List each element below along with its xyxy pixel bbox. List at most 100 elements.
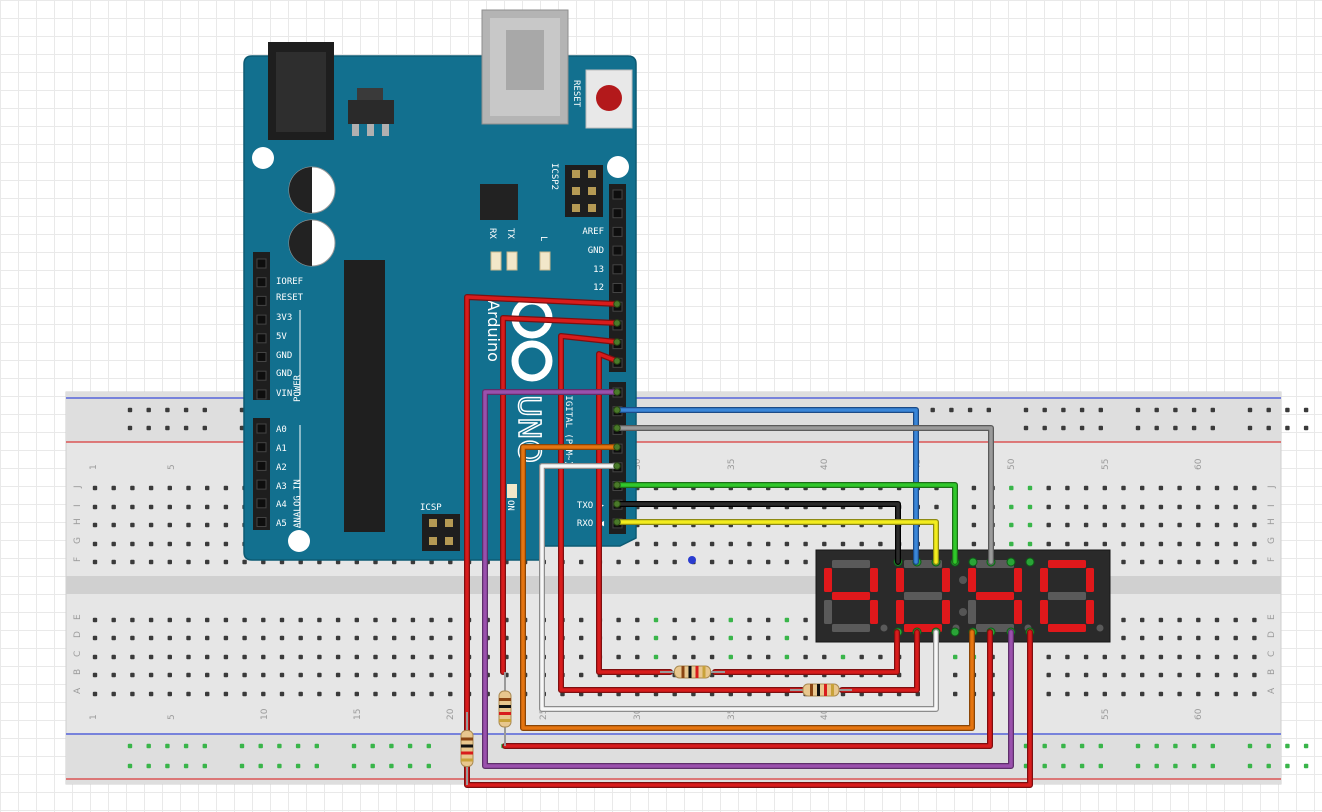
breadboard-hole bbox=[167, 672, 172, 678]
mounting-hole bbox=[252, 147, 274, 169]
breadboard-hole bbox=[1233, 617, 1238, 623]
breadboard-hole bbox=[1083, 691, 1089, 697]
breadboard-hole bbox=[953, 672, 958, 678]
breadboard-hole bbox=[728, 541, 733, 547]
breadboard-hole bbox=[766, 617, 771, 623]
breadboard-hole bbox=[1214, 691, 1220, 697]
breadboard-hole bbox=[223, 654, 229, 660]
header-pin bbox=[256, 460, 267, 471]
resistor-band bbox=[461, 758, 473, 762]
breadboard-hole bbox=[616, 635, 621, 641]
breadboard-hole bbox=[167, 617, 172, 623]
breadboard-hole bbox=[784, 559, 790, 565]
breadboard-hole bbox=[392, 635, 397, 641]
crystal-chip bbox=[480, 184, 518, 220]
breadboard-hole bbox=[1140, 559, 1145, 565]
breadboard-hole bbox=[1233, 635, 1238, 641]
rail-hole bbox=[1154, 407, 1159, 413]
resistor-band bbox=[461, 751, 473, 755]
breadboard-hole bbox=[167, 691, 172, 697]
row-label: J bbox=[73, 485, 83, 489]
col-label: 30 bbox=[633, 708, 643, 720]
breadboard-hole bbox=[148, 522, 154, 528]
breadboard-hole bbox=[242, 559, 247, 565]
breadboard-hole bbox=[709, 617, 715, 623]
rail-hole bbox=[146, 407, 151, 413]
breadboard-hole bbox=[92, 691, 98, 697]
breadboard-hole bbox=[92, 504, 98, 510]
icsp-label: ICSP bbox=[420, 503, 442, 513]
rail-hole bbox=[949, 407, 954, 413]
rail-hole bbox=[1303, 407, 1309, 413]
breadboard-hole bbox=[672, 559, 677, 565]
breadboard-hole bbox=[148, 617, 154, 623]
breadboard-hole bbox=[335, 672, 341, 678]
reset-button-icon[interactable] bbox=[585, 69, 633, 129]
breadboard-hole bbox=[1233, 504, 1238, 510]
breadboard-hole bbox=[1046, 522, 1051, 528]
breadboard-hole bbox=[1083, 672, 1089, 678]
header-pin bbox=[256, 370, 267, 381]
breadboard-hole bbox=[242, 672, 247, 678]
pin-label: A2 bbox=[276, 463, 287, 473]
breadboard-hole bbox=[130, 617, 135, 623]
col-label: 15 bbox=[353, 709, 363, 720]
breadboard-hole bbox=[691, 617, 696, 623]
row-label: D bbox=[1267, 631, 1277, 638]
breadboard-hole bbox=[130, 654, 135, 660]
rail-hole bbox=[1023, 407, 1029, 413]
row-label: H bbox=[73, 518, 83, 525]
analog-pin-holes bbox=[256, 423, 267, 527]
breadboard-hole bbox=[1177, 504, 1182, 510]
header-pin bbox=[256, 517, 267, 527]
breadboard-hole bbox=[392, 672, 397, 678]
rail-hole bbox=[277, 743, 282, 749]
breadboard-hole bbox=[1214, 672, 1220, 678]
breadboard-hole bbox=[167, 559, 172, 565]
breadboard-hole bbox=[242, 654, 247, 660]
resistor-band bbox=[681, 666, 685, 678]
breadboard-hole bbox=[1214, 635, 1220, 641]
wire-gray bbox=[615, 426, 993, 564]
breadboard-hole bbox=[1214, 541, 1220, 547]
breadboard-hole bbox=[1158, 559, 1164, 565]
breadboard-hole bbox=[354, 635, 359, 641]
breadboard-hole bbox=[728, 617, 733, 623]
pin-label: VIN bbox=[276, 389, 292, 399]
breadboard-hole bbox=[335, 559, 341, 565]
segment-b bbox=[1014, 568, 1022, 592]
breadboard-hole bbox=[1140, 522, 1145, 528]
breadboard-hole bbox=[92, 522, 98, 528]
row-label: E bbox=[73, 614, 83, 620]
breadboard-hole bbox=[92, 635, 98, 641]
rail-hole bbox=[1285, 763, 1290, 769]
breadboard-hole bbox=[354, 559, 359, 565]
breadboard-hole bbox=[653, 654, 659, 660]
wire-red bbox=[713, 630, 899, 674]
rail-hole bbox=[1135, 407, 1141, 413]
breadboard-hole bbox=[448, 672, 453, 678]
breadboard-hole bbox=[971, 522, 977, 528]
breadboard-hole bbox=[1140, 617, 1145, 623]
rail-hole bbox=[426, 763, 431, 769]
breadboard-hole bbox=[261, 691, 266, 697]
header-pin bbox=[612, 245, 623, 256]
breadboard-hole bbox=[859, 654, 864, 660]
breadboard-hole bbox=[1252, 691, 1257, 697]
rail-hole bbox=[127, 407, 133, 413]
rail-hole bbox=[1135, 425, 1141, 431]
dc-barrel-jack-icon bbox=[268, 42, 334, 140]
resistor-band bbox=[499, 712, 511, 715]
segment-g bbox=[904, 592, 942, 600]
breadboard-hole bbox=[205, 559, 210, 565]
header-pin bbox=[256, 423, 267, 434]
col-label: 35 bbox=[727, 709, 737, 720]
segment-f bbox=[1040, 568, 1048, 592]
breadboard-hole bbox=[878, 541, 883, 547]
wire-red bbox=[559, 334, 807, 692]
breadboard-hole bbox=[803, 654, 808, 660]
breadboard-hole bbox=[205, 522, 210, 528]
rail-hole bbox=[1154, 763, 1159, 769]
breadboard-hole bbox=[1065, 654, 1070, 660]
